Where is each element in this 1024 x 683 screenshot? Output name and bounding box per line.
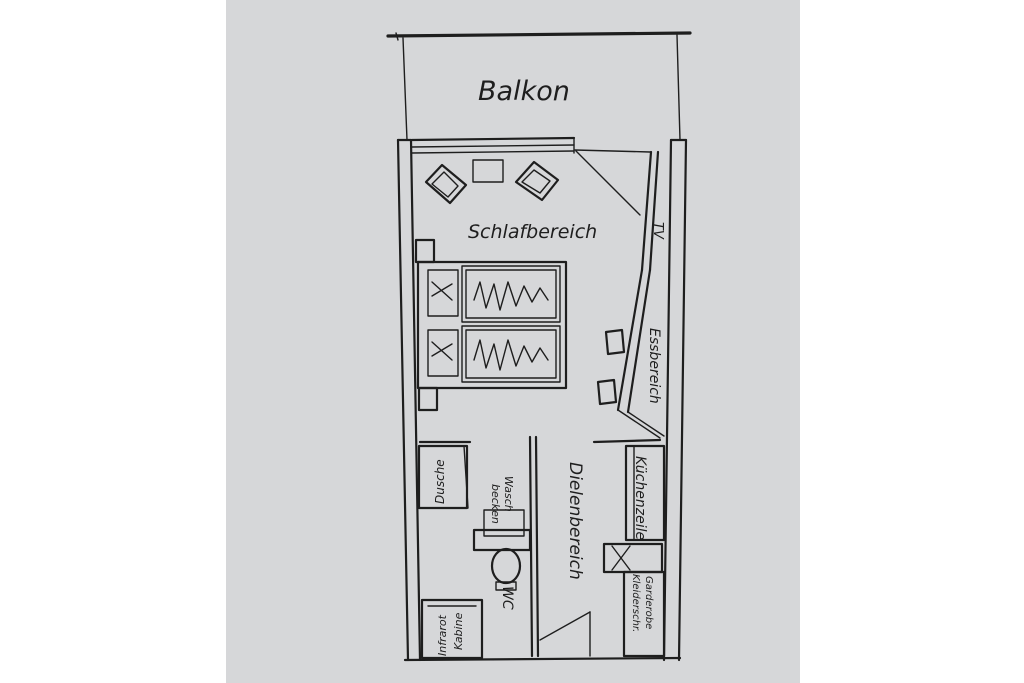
kitchenette <box>624 444 666 542</box>
balcony-label: Balkon <box>478 76 570 107</box>
double-bed <box>416 260 568 390</box>
armchair-right <box>514 160 560 202</box>
wardrobe-label-line1: Garderobe <box>643 576 654 629</box>
bar-stool-upper <box>604 328 626 356</box>
washbasin-label-line2: becken <box>489 484 502 524</box>
infrared-label-line2: Kabine <box>452 612 465 650</box>
washbasin-label-line1: Wasch <box>502 476 515 512</box>
shower-label: Dusche <box>433 459 447 504</box>
balcony-railing <box>386 31 692 141</box>
infrared-label-line1: Infrarot <box>436 614 449 656</box>
dining-counter <box>616 150 665 439</box>
side-table <box>472 159 504 183</box>
hall-area-label: Dielenbereich <box>565 462 585 580</box>
sleeping-area-label: Schlafbereich <box>468 221 597 243</box>
infrared-cabin <box>420 598 484 660</box>
balcony-window <box>410 136 651 216</box>
cabinet-unit <box>602 542 664 574</box>
dining-area-label: Essbereich <box>646 328 662 404</box>
tv-label: TV <box>650 222 665 240</box>
kitchenette-label: Küchenzeile <box>632 456 648 540</box>
wc-label: WC <box>499 586 515 610</box>
wardrobe <box>622 570 666 658</box>
nightstand-top <box>414 238 436 264</box>
outer-walls <box>396 138 688 662</box>
shower <box>417 444 469 510</box>
partition-walls <box>418 435 662 658</box>
nightstand-bottom <box>417 386 439 412</box>
bar-stool-lower <box>596 378 618 406</box>
toilet <box>490 547 522 591</box>
armchair-left <box>424 163 468 205</box>
wardrobe-label-line2: Kleiderschr. <box>630 574 641 632</box>
paper-background <box>226 0 800 683</box>
